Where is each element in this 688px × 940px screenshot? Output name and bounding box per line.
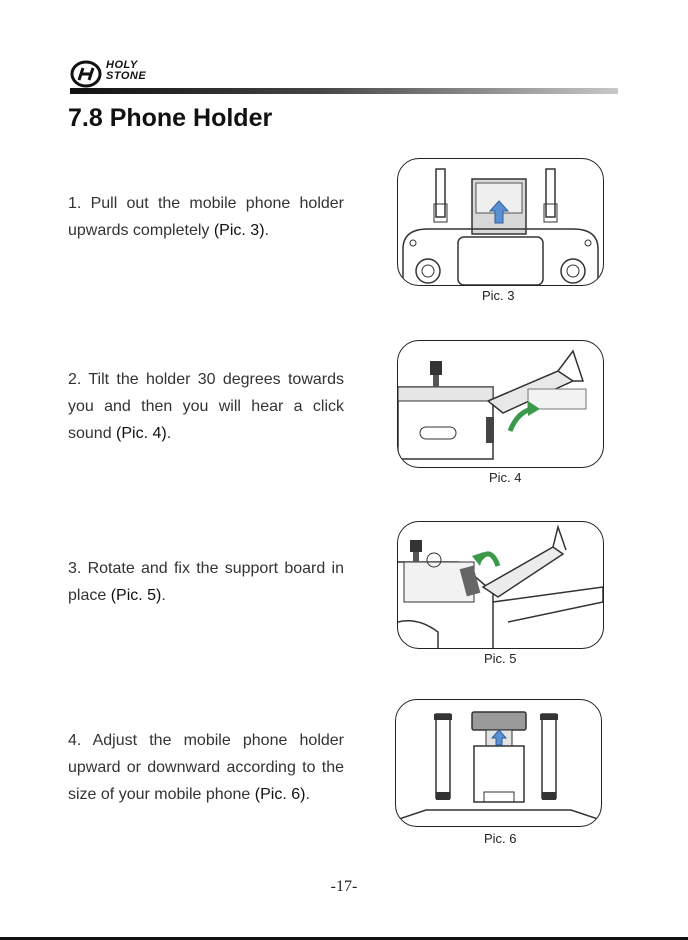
step-4-ref: (Pic. 6)	[254, 786, 306, 803]
step-3-body: 3. Rotate and fix the support board in p…	[68, 560, 344, 604]
rotate-arrow-icon	[528, 401, 540, 416]
step-1-body: 1. Pull out the mobile phone holder upwa…	[68, 195, 344, 239]
logo-emblem-icon	[70, 60, 102, 88]
figure-pic-5	[397, 521, 604, 649]
page-number: -17-	[330, 878, 358, 895]
step-3-text: 3. Rotate and fix the support board in p…	[68, 555, 344, 609]
holder-tilt-illustration	[398, 349, 587, 460]
logo-line-1: HOLY	[106, 59, 138, 71]
caption-pic-3: Pic. 3	[482, 288, 515, 303]
figure-pic-4	[397, 340, 604, 468]
section-title: 7.8 Phone Holder	[68, 104, 273, 132]
step-2-end: .	[166, 425, 172, 442]
up-arrow-icon	[490, 729, 508, 746]
header-rule	[70, 88, 618, 94]
step-4-text: 4. Adjust the mobile phone holder upward…	[68, 727, 344, 808]
step-1-end: .	[264, 222, 269, 239]
up-arrow-icon	[488, 200, 510, 224]
holder-adjust-illustration	[396, 711, 601, 821]
step-3-ref: (Pic. 5)	[110, 587, 162, 604]
holy-stone-logo: HOLY STONE	[70, 60, 150, 88]
step-2-text: 2. Tilt the holder 30 degrees towards yo…	[68, 366, 344, 447]
step-3-end: .	[161, 587, 166, 604]
caption-pic-5: Pic. 5	[484, 651, 517, 666]
step-4-body: 4. Adjust the mobile phone holder upward…	[68, 732, 344, 803]
controller-front-illustration	[402, 168, 599, 285]
step-2-ref: (Pic. 4)	[116, 425, 167, 442]
step-4-end: .	[305, 786, 310, 803]
support-board-illustration	[398, 524, 603, 648]
bottom-rule	[0, 937, 688, 940]
caption-pic-6: Pic. 6	[484, 831, 517, 846]
logo-line-2: STONE	[106, 70, 147, 82]
caption-pic-4: Pic. 4	[489, 470, 522, 485]
figure-pic-6	[395, 699, 602, 827]
step-1-text: 1. Pull out the mobile phone holder upwa…	[68, 190, 344, 244]
figure-pic-3	[397, 158, 604, 286]
step-1-ref: (Pic. 3)	[213, 222, 265, 239]
rotate-arrow-icon	[472, 552, 484, 566]
step-2-body: 2. Tilt the holder 30 degrees towards yo…	[68, 371, 344, 442]
logo-wordmark: HOLY STONE	[106, 60, 146, 82]
